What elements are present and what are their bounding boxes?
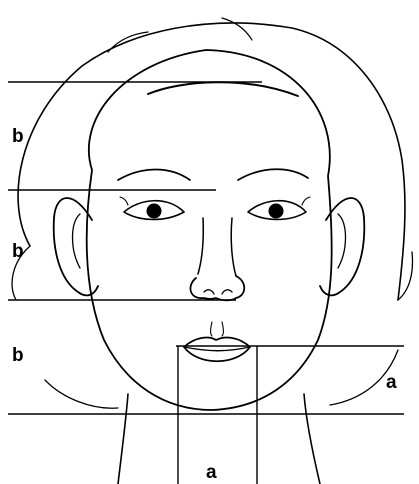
label-b-top: b bbox=[12, 126, 24, 147]
left-eyebrow bbox=[118, 170, 190, 181]
label-b-middle: b bbox=[12, 241, 24, 262]
label-b-bottom: b bbox=[12, 345, 24, 366]
left-eye bbox=[120, 197, 184, 220]
label-a-bottom: a bbox=[206, 462, 217, 483]
right-ear bbox=[320, 198, 364, 295]
left-ear bbox=[54, 198, 98, 295]
label-a-right: a bbox=[386, 372, 397, 393]
nose bbox=[190, 218, 244, 300]
right-eyebrow bbox=[238, 169, 308, 180]
hair-outline bbox=[12, 18, 412, 408]
face-contour bbox=[87, 50, 332, 410]
mouth bbox=[184, 322, 250, 361]
right-eye bbox=[248, 197, 310, 220]
neck-left bbox=[118, 394, 128, 484]
hairline bbox=[148, 82, 298, 96]
neck-right bbox=[304, 394, 320, 484]
